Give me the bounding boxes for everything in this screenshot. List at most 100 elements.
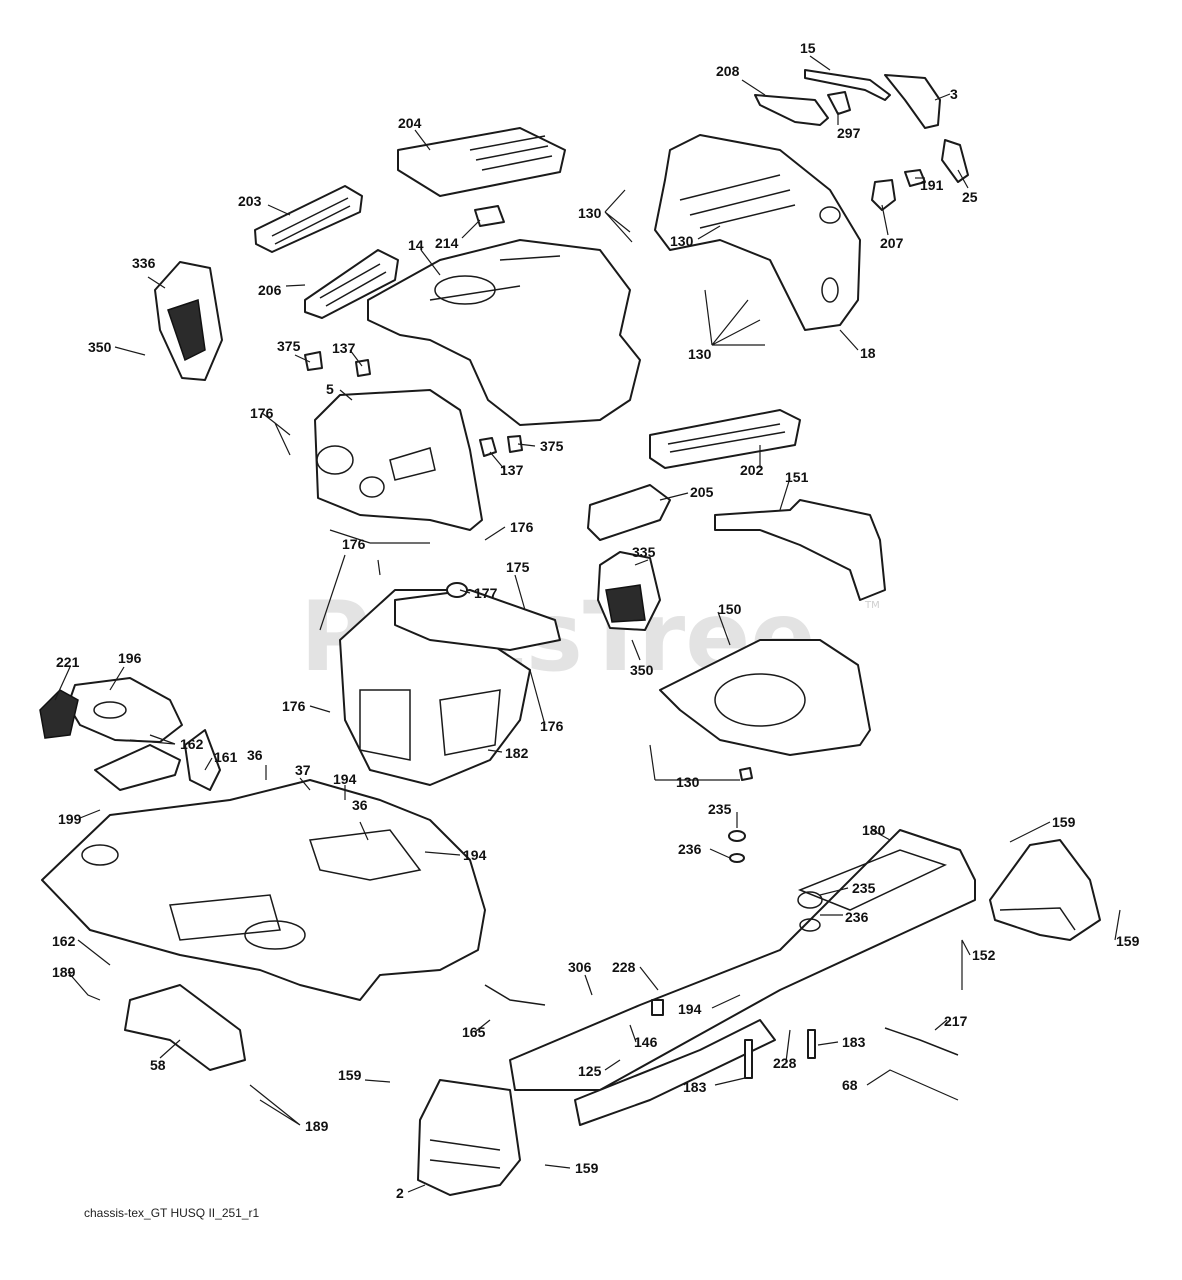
part-clip-297 (827, 91, 851, 115)
callout-15: 15 (800, 40, 816, 56)
part-frame-180 (509, 829, 976, 1091)
callout-159a: 159 (1052, 814, 1076, 830)
part-cover-196 (67, 677, 183, 743)
callout-37: 37 (295, 762, 311, 778)
callout-162a: 162 (180, 736, 204, 752)
callout-203: 203 (238, 193, 262, 209)
callout-146: 146 (634, 1034, 658, 1050)
part-nut-130 (739, 767, 753, 781)
callout-137a: 137 (332, 340, 356, 356)
leader-lines (54, 55, 1121, 1193)
callout-161: 161 (214, 749, 238, 765)
callout-375b: 375 (540, 438, 564, 454)
callout-130c: 130 (688, 346, 712, 362)
part-bracket-58 (124, 984, 246, 1071)
callout-194b: 194 (463, 847, 487, 863)
callout-150: 150 (718, 601, 742, 617)
callout-228b: 228 (773, 1055, 797, 1071)
callout-18: 18 (860, 345, 876, 361)
part-rod-165 (484, 984, 546, 1006)
part-bumper-18 (654, 134, 861, 331)
callout-58: 58 (150, 1057, 166, 1073)
callout-236a: 236 (678, 841, 702, 857)
part-vent-206 (304, 249, 399, 319)
part-clip-375b (304, 351, 323, 371)
callout-151: 151 (785, 469, 809, 485)
callout-335: 335 (632, 544, 656, 560)
part-hood-14 (367, 239, 641, 426)
callout-5: 5 (326, 381, 334, 397)
callout-125: 125 (578, 1063, 602, 1079)
part-cover-336 (154, 261, 223, 381)
part-bracket-152 (989, 839, 1101, 941)
callout-205: 205 (690, 484, 714, 500)
callout-25: 25 (962, 189, 978, 205)
callout-68: 68 (842, 1077, 858, 1093)
callout-194a: 194 (333, 771, 357, 787)
part-pad-221 (39, 689, 79, 739)
callout-204: 204 (398, 115, 422, 131)
part-bolt-183b (807, 1029, 816, 1059)
part-washer-236 (729, 853, 745, 863)
callout-194c: 194 (678, 1001, 702, 1017)
callout-159b: 159 (1116, 933, 1140, 949)
callout-214: 214 (435, 235, 459, 251)
callout-297: 297 (837, 125, 861, 141)
callout-36a: 36 (247, 747, 263, 763)
callout-176c: 176 (342, 536, 366, 552)
callout-208: 208 (716, 63, 740, 79)
callouts: 15 208 3 297 25 191 207 204 203 214 14 1… (52, 40, 1140, 1201)
part-clip-137 (479, 437, 497, 457)
callout-235a: 235 (708, 801, 732, 817)
callout-176a: 176 (250, 405, 274, 421)
part-block-228 (651, 999, 664, 1016)
part-bolt-183 (744, 1039, 753, 1079)
callout-130a: 130 (578, 205, 602, 221)
diagram-caption: chassis-tex_GT HUSQ II_251_r1 (84, 1206, 260, 1220)
callout-182: 182 (505, 745, 529, 761)
part-hood-top-204 (397, 127, 566, 197)
callout-206: 206 (258, 282, 282, 298)
callout-3: 3 (950, 86, 958, 102)
callout-183b: 183 (683, 1079, 707, 1095)
part-bracket-175 (394, 589, 561, 651)
watermark-tm: TM (864, 600, 880, 611)
callout-130d: 130 (676, 774, 700, 790)
callout-130b: 130 (670, 233, 694, 249)
callout-199: 199 (58, 811, 82, 827)
part-nut-177 (446, 582, 468, 598)
part-grille-203 (254, 185, 363, 253)
callout-336: 336 (132, 255, 156, 271)
part-strip-15 (804, 69, 891, 101)
callout-306: 306 (568, 959, 592, 975)
callout-207: 207 (880, 235, 904, 251)
callout-350b: 350 (630, 662, 654, 678)
callout-202: 202 (740, 462, 764, 478)
part-clip-137b (355, 359, 371, 377)
part-trim-205 (587, 484, 671, 541)
part-socket-207 (871, 179, 896, 211)
part-clip-375 (507, 435, 523, 453)
callout-236b: 236 (845, 909, 869, 925)
callout-191: 191 (920, 177, 944, 193)
callout-183a: 183 (842, 1034, 866, 1050)
part-bracket-208 (754, 94, 829, 126)
callout-2: 2 (396, 1185, 404, 1201)
part-bracket-2 (417, 1079, 521, 1196)
callout-350a: 350 (88, 339, 112, 355)
part-dash-5 (314, 389, 483, 531)
part-lens-25 (941, 139, 969, 183)
callout-180: 180 (862, 822, 886, 838)
part-rail-125 (574, 1019, 776, 1126)
part-grille-202 (649, 409, 801, 469)
callout-36b: 36 (352, 797, 368, 813)
callout-235b: 235 (852, 880, 876, 896)
callout-159c: 159 (338, 1067, 362, 1083)
part-footrest-37 (41, 779, 486, 1001)
callout-176d: 176 (282, 698, 306, 714)
callout-176e: 176 (540, 718, 564, 734)
callout-14: 14 (408, 237, 424, 253)
callout-177: 177 (474, 585, 498, 601)
callout-165: 165 (462, 1024, 486, 1040)
